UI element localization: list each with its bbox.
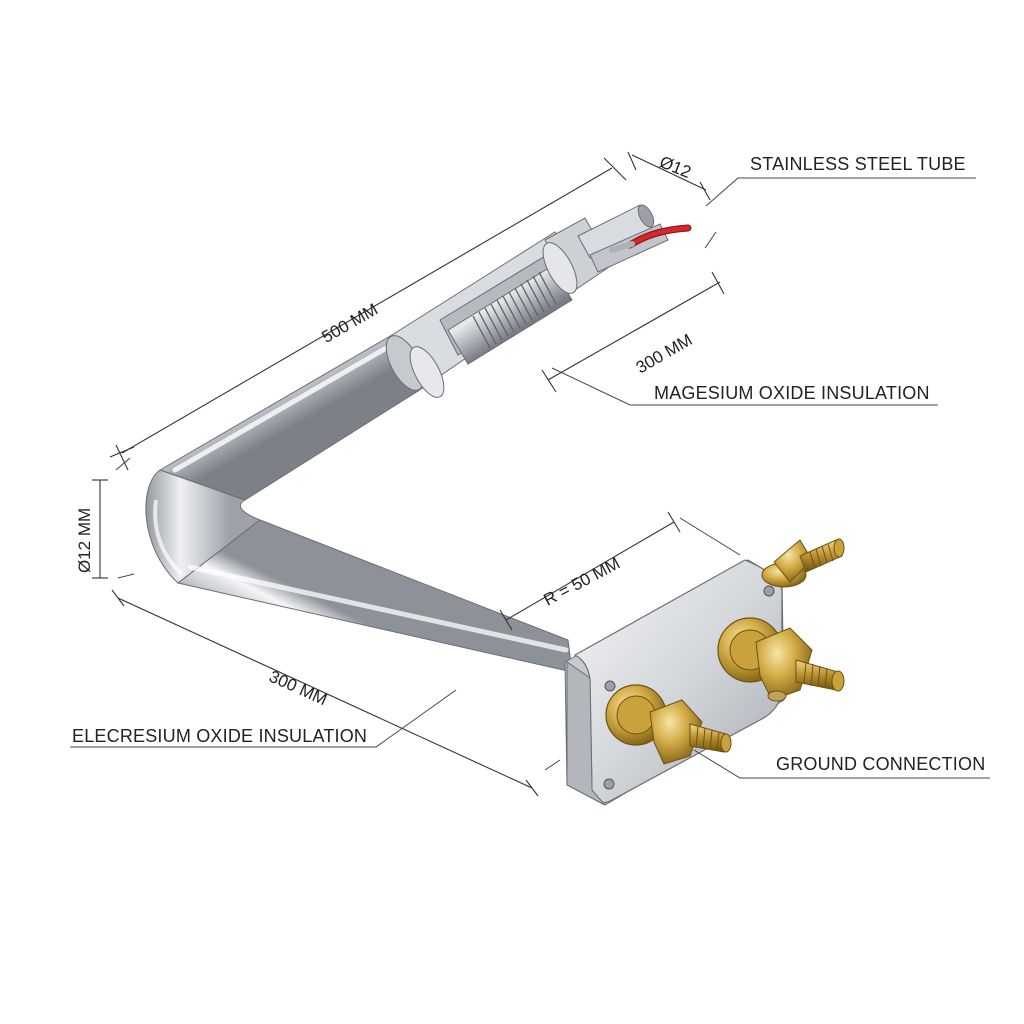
callout-stainless-steel-tube: STAINLESS STEEL TUBE — [705, 154, 976, 207]
tube-end-cap — [542, 204, 669, 294]
dimension-tube-diameter-top: Ø12 — [627, 151, 711, 201]
brass-terminal-nut-icon — [605, 684, 732, 765]
callout-ground-connection: GROUND CONNECTION — [693, 749, 990, 779]
callout-elecresium-oxide: ELECRESIUM OXIDE INSULATION — [70, 689, 457, 748]
dimension-length-total-label: 500 MM — [319, 300, 382, 347]
stainless-steel-tube-icon — [145, 334, 573, 673]
dimension-length-inner-label: 300 MM — [633, 330, 696, 377]
dimension-diameter-side: Ø12 MM — [75, 457, 135, 579]
brass-terminal-nut-icon — [761, 538, 845, 588]
dimension-length-lower-label: 300 MM — [266, 667, 330, 709]
brass-terminal-nut-icon — [717, 617, 845, 702]
dimension-bend-radius-label: R = 50 MM — [540, 554, 623, 610]
callout-magnesium-oxide-label: MAGESIUM OXIDE INSULATION — [654, 383, 930, 403]
callout-magnesium-oxide: MAGESIUM OXIDE INSULATION — [551, 367, 938, 406]
red-lead-wire-icon — [609, 224, 692, 253]
coil-heating-element-icon — [447, 265, 573, 365]
callout-ground-connection-label: GROUND CONNECTION — [776, 754, 985, 774]
dimension-diameter-side-label: Ø12 MM — [75, 508, 94, 573]
callout-stainless-steel-tube-label: STAINLESS STEEL TUBE — [750, 154, 966, 174]
dimension-tube-diameter-top-label: Ø12 — [657, 152, 694, 182]
callout-elecresium-oxide-label: ELECRESIUM OXIDE INSULATION — [72, 726, 367, 746]
